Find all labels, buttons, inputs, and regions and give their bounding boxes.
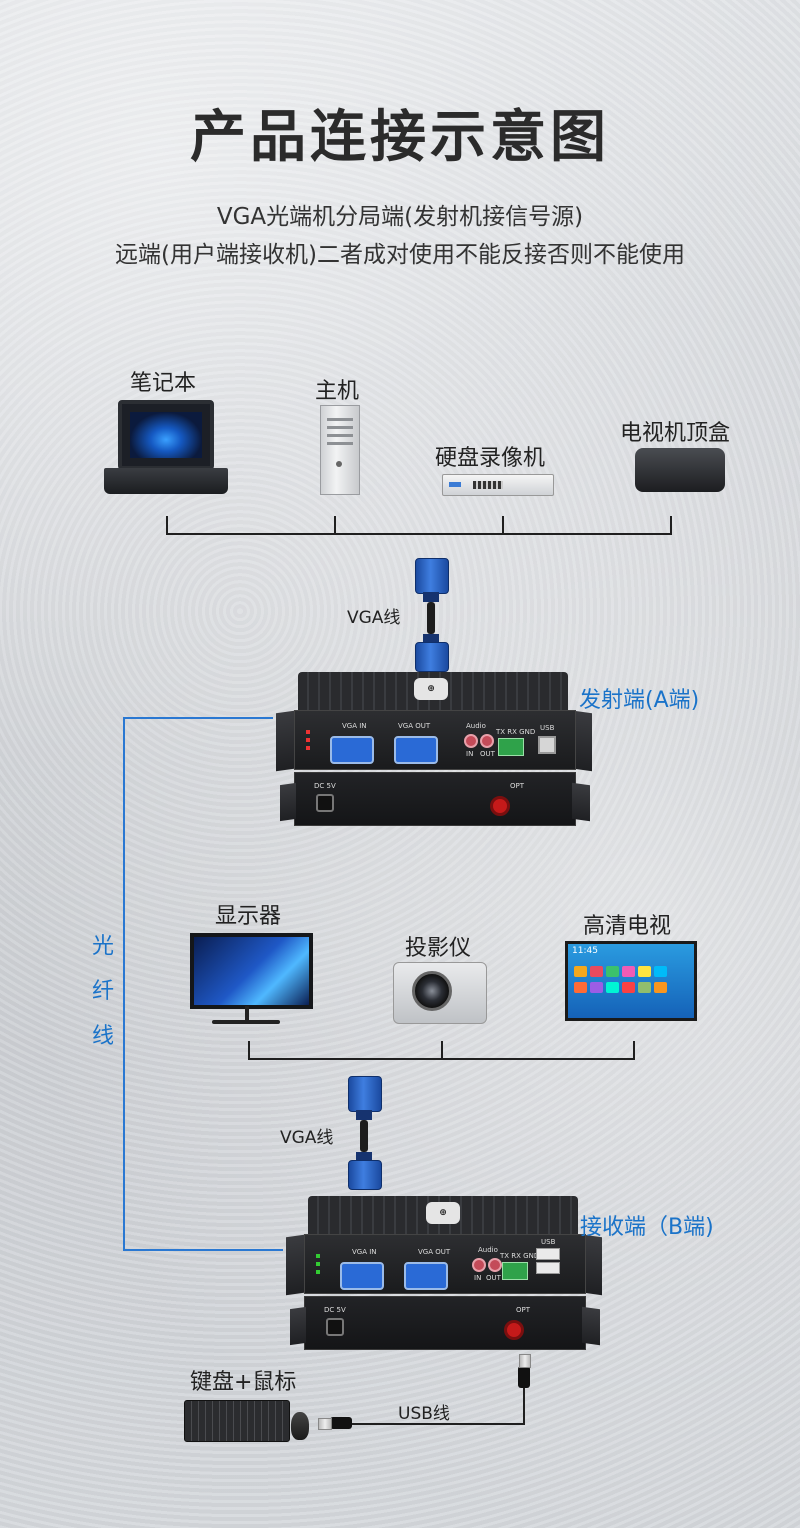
receiver-label: 接收端（B端) — [580, 1215, 714, 1240]
laptop-label: 笔记本 — [130, 371, 197, 396]
tx-audio-out-jack — [480, 734, 494, 748]
tv-clock: 11:45 — [572, 946, 598, 956]
projector-label: 投影仪 — [405, 936, 472, 961]
fiber-label-2: 纤 — [92, 979, 115, 1004]
vga-cable-bottom-label: VGA线 — [280, 1128, 334, 1148]
rx-opt-port — [504, 1320, 524, 1340]
rx-opt-label: OPT — [516, 1306, 531, 1314]
tx-vga-out-label: VGA OUT — [398, 722, 431, 730]
hdtv-label: 高清电视 — [583, 914, 672, 939]
tx-dc-label: DC 5V — [314, 782, 336, 790]
tx-dc-port — [316, 794, 334, 812]
stb-label: 电视机顶盒 — [620, 421, 731, 446]
tx-opt-label: OPT — [510, 782, 525, 790]
tx-terminal-label: TX RX GND — [496, 728, 536, 736]
laptop-icon — [118, 400, 214, 470]
usb-cable-line — [350, 1423, 525, 1425]
brand-logo: ⊕ — [414, 678, 448, 700]
tx-audio-in-label: IN — [466, 750, 474, 758]
tx-opt-port — [490, 796, 510, 816]
rx-audio-in-jack — [472, 1258, 486, 1272]
fiber-line-vertical — [123, 717, 125, 1251]
rx-terminal-block — [502, 1262, 528, 1280]
source-bus-line — [166, 533, 672, 535]
rx-usb-a-port-2 — [536, 1262, 560, 1274]
monitor-label: 显示器 — [215, 904, 282, 929]
rx-vga-out-port — [404, 1262, 448, 1290]
tx-vga-in-label: VGA IN — [342, 722, 367, 730]
projector-icon — [393, 962, 487, 1024]
rx-audio-label: Audio — [478, 1246, 498, 1254]
transmitter-device: ⊕ VGA IN VGA OUT Audio IN OUT TX RX GND … — [276, 672, 596, 832]
pc-tower-icon — [320, 405, 360, 495]
tx-vga-in-port — [330, 736, 374, 764]
tx-audio-out-label: OUT — [480, 750, 495, 758]
hdtv-icon: 11:45 — [565, 941, 697, 1021]
transmitter-label: 发射端(A端) — [579, 688, 700, 713]
rx-terminal-label: TX RX GND — [500, 1252, 540, 1260]
tx-audio-label: Audio — [466, 722, 486, 730]
rx-vga-in-label: VGA IN — [352, 1248, 377, 1256]
tx-audio-in-jack — [464, 734, 478, 748]
rx-usb-a-port-1 — [536, 1248, 560, 1260]
usb-cable-label: USB线 — [398, 1404, 450, 1424]
monitor-icon — [190, 933, 313, 1009]
receiver-device: ⊕ VGA IN VGA OUT Audio IN OUT TX RX GND … — [286, 1196, 606, 1356]
rx-vga-in-port — [340, 1262, 384, 1290]
mouse-icon — [291, 1412, 309, 1440]
rx-audio-out-jack — [488, 1258, 502, 1272]
set-top-box-icon — [635, 448, 725, 492]
subtitle-line-2: 远端(用户端接收机)二者成对使用不能反接否则不能使用 — [115, 242, 685, 268]
tx-usb-b-port — [538, 736, 556, 754]
rx-vga-out-label: VGA OUT — [418, 1248, 451, 1256]
vga-cable-top-icon — [413, 558, 449, 673]
rx-dc-port — [326, 1318, 344, 1336]
tx-usb-label: USB — [540, 724, 555, 732]
fiber-line-bottom — [123, 1249, 283, 1251]
rx-audio-in-label: IN — [474, 1274, 482, 1282]
rx-usb-label: USB — [541, 1238, 556, 1246]
nvr-icon — [442, 474, 554, 496]
fiber-label-3: 线 — [92, 1024, 115, 1049]
keyboard-icon — [184, 1400, 290, 1442]
laptop-keyboard — [104, 468, 228, 494]
rx-audio-out-label: OUT — [486, 1274, 501, 1282]
vga-cable-top-label: VGA线 — [347, 608, 401, 628]
fiber-label-1: 光 — [92, 934, 115, 959]
tx-terminal-block — [498, 738, 524, 756]
fiber-line-top — [123, 717, 273, 719]
keyboard-mouse-label: 键盘+鼠标 — [190, 1370, 297, 1395]
page-title: 产品连接示意图 — [190, 105, 610, 170]
nvr-label: 硬盘录像机 — [435, 446, 546, 471]
vga-cable-bottom-icon — [346, 1076, 382, 1191]
subtitle-line-1: VGA光端机分局端(发射机接信号源) — [216, 204, 584, 230]
brand-logo: ⊕ — [426, 1202, 460, 1224]
tx-vga-out-port — [394, 736, 438, 764]
usb-connector-icon — [518, 1366, 530, 1388]
rx-dc-label: DC 5V — [324, 1306, 346, 1314]
host-label: 主机 — [315, 379, 360, 404]
